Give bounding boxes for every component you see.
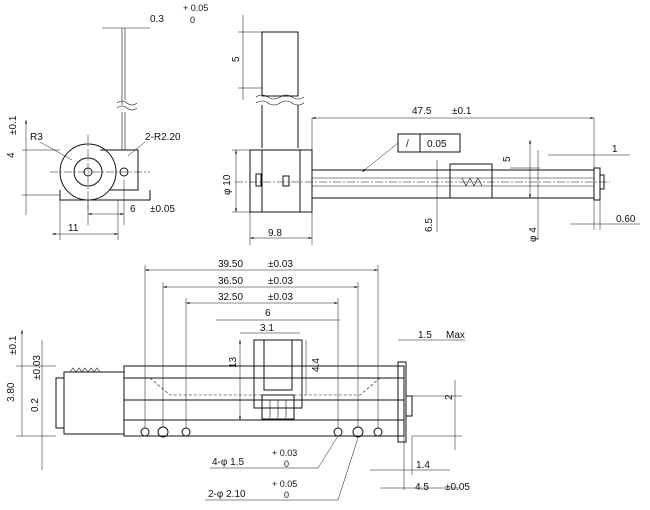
motor-slot bbox=[282, 175, 290, 187]
height-three-eighty-tol: ±0.1 bbox=[8, 335, 19, 355]
dim-c-tol: ±0.03 bbox=[268, 292, 293, 303]
hole-small-3 bbox=[333, 427, 343, 437]
conn-break bbox=[255, 94, 305, 100]
thread-mark bbox=[461, 177, 483, 187]
dim-b-tol: ±0.03 bbox=[268, 276, 293, 287]
motor-body bbox=[249, 149, 313, 213]
gear-teeth bbox=[69, 367, 101, 373]
wire-tol-plus: + 0.05 bbox=[183, 3, 208, 13]
h4-leader bbox=[317, 435, 339, 469]
end-view: 0.3 + 0.05 0 R3 2-R2.20 4 ±0.1 6 ±0.05 1… bbox=[6, 3, 208, 240]
height-tol-two: ±0.03 bbox=[32, 355, 43, 380]
motor-diameter: φ 10 bbox=[222, 174, 233, 195]
dim-c: 32.50 bbox=[218, 292, 243, 303]
slider-nut bbox=[261, 394, 295, 420]
hole2-label: 2-φ 2.10 bbox=[208, 489, 246, 500]
side-view: 5 47.5 ±0.1 / 0.05 5 1 bbox=[222, 15, 640, 245]
hole2-tol-minus: 0 bbox=[284, 490, 289, 500]
slider-slot bbox=[263, 339, 293, 391]
plate-dim: 0.60 bbox=[616, 214, 636, 225]
hole2-tol-plus: + 0.05 bbox=[272, 479, 297, 489]
pitch-four-five: 4.5 bbox=[415, 482, 429, 493]
end-bracket bbox=[397, 361, 407, 443]
shaft-diameter: φ 4 bbox=[528, 227, 539, 242]
break-mark-2 bbox=[116, 105, 138, 111]
wire-dim: 0.3 bbox=[150, 14, 164, 25]
height-zero-two: 0.2 bbox=[30, 398, 41, 412]
hidden-rail bbox=[149, 377, 381, 396]
offset-dim: 6.5 bbox=[424, 218, 435, 232]
gdt-leader bbox=[361, 142, 399, 173]
dim-b: 36.50 bbox=[218, 276, 243, 287]
slider-three-one: 3.1 bbox=[260, 323, 274, 334]
right-two: 2 bbox=[444, 394, 455, 400]
max-label: Max bbox=[446, 330, 465, 341]
height-tol: ±0.1 bbox=[8, 115, 19, 135]
lead-screw-frame bbox=[311, 169, 595, 199]
motor-length: 9.8 bbox=[268, 228, 282, 239]
nut-body bbox=[449, 163, 493, 199]
wire-tol-minus: 0 bbox=[190, 15, 195, 25]
slot-tol: ±0.05 bbox=[150, 204, 175, 215]
radius-b: 2-R2.20 bbox=[145, 132, 181, 143]
h2-leader bbox=[337, 437, 359, 501]
hole-small-4 bbox=[373, 427, 383, 437]
height-five: 5 bbox=[502, 156, 513, 162]
max-dim: 1.5 bbox=[418, 330, 432, 341]
motor-tab bbox=[255, 173, 262, 187]
height-dim: 4 bbox=[6, 152, 17, 158]
motor-end bbox=[63, 371, 125, 435]
gdt-value: 0.05 bbox=[427, 139, 447, 150]
radius-a: R3 bbox=[30, 132, 43, 143]
slider-body bbox=[253, 339, 303, 409]
bracket bbox=[100, 149, 139, 191]
break-mark bbox=[116, 100, 138, 106]
mount-plate bbox=[59, 190, 151, 201]
hole4-label: 4-φ 1.5 bbox=[212, 457, 244, 468]
slider-four-four: 4.4 bbox=[311, 358, 322, 372]
hole4-tol-minus: 0 bbox=[284, 459, 289, 469]
slider-six: 6 bbox=[265, 308, 271, 319]
slot-dim: 6 bbox=[130, 204, 136, 215]
conn-break-2 bbox=[255, 100, 305, 106]
dim-a: 39.50 bbox=[218, 259, 243, 270]
slider-thirteen: 13 bbox=[228, 356, 239, 368]
height-three-eighty: 3.80 bbox=[6, 382, 17, 402]
radius-b-leader bbox=[127, 141, 146, 157]
length-dim: 47.5 bbox=[412, 106, 432, 117]
length-tol: ±0.1 bbox=[452, 106, 472, 117]
plan-view: 39.50 ±0.03 36.50 ±0.03 32.50 ±0.03 6 3.… bbox=[6, 259, 470, 501]
pitch-one-four: 1.4 bbox=[416, 460, 430, 471]
hole-small-1 bbox=[140, 427, 150, 437]
hole-small-2 bbox=[181, 427, 191, 437]
motor-cap bbox=[55, 377, 65, 429]
dim-a-tol: ±0.03 bbox=[268, 259, 293, 270]
end-plate bbox=[593, 167, 601, 201]
connector-body bbox=[261, 31, 299, 97]
width-dim: 11 bbox=[68, 223, 79, 234]
hole4-tol-plus: + 0.03 bbox=[272, 448, 297, 458]
end-cap bbox=[599, 174, 605, 190]
connector-dim: 5 bbox=[231, 56, 242, 62]
end-dim: 1 bbox=[612, 144, 618, 155]
gdt-symbol: / bbox=[406, 139, 409, 150]
pitch-four-five-tol: ±0.05 bbox=[445, 482, 470, 493]
end-knob bbox=[405, 395, 413, 417]
radius-a-leader bbox=[39, 141, 73, 161]
